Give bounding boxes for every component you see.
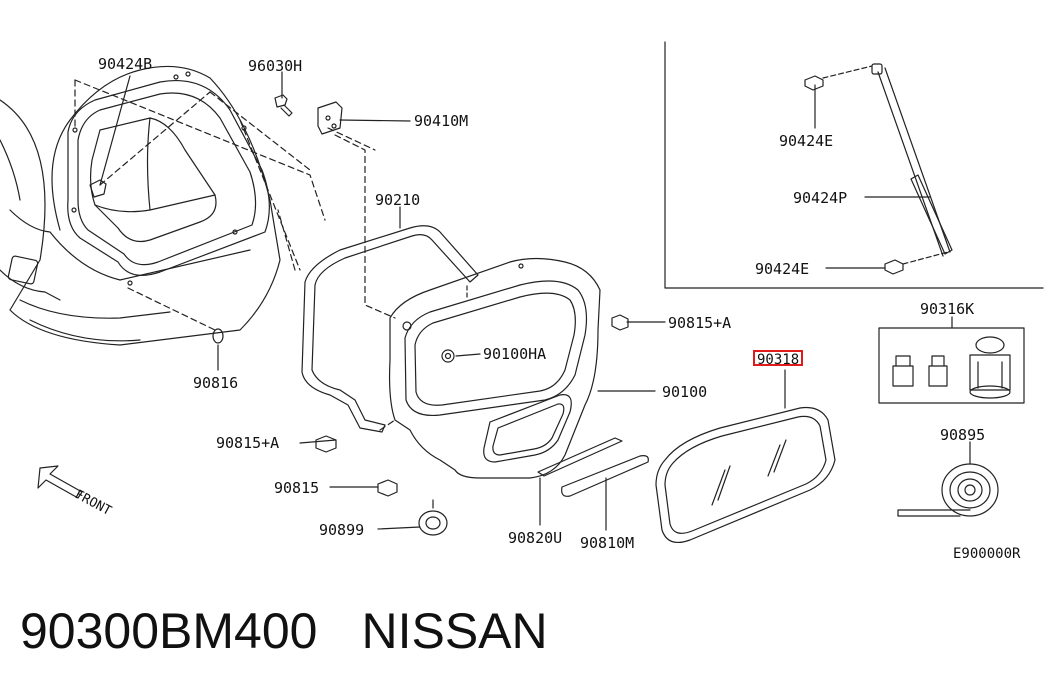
- label-90810M[interactable]: 90810M: [580, 534, 634, 552]
- grommet-90899-drawing: [418, 499, 448, 536]
- back-door-drawing: [388, 257, 601, 479]
- label-90815A-left[interactable]: 90815+A: [216, 434, 279, 452]
- label-90100[interactable]: 90100: [662, 383, 707, 401]
- weatherstrip-drawing: [301, 225, 479, 433]
- label-90424E-top[interactable]: 90424E: [779, 132, 833, 150]
- bolt-96030H-drawing: [274, 94, 293, 117]
- label-90899[interactable]: 90899: [319, 521, 364, 539]
- reference-code: E900000R: [953, 546, 1021, 562]
- bumper-stop-90815-drawing: [377, 479, 398, 497]
- guide-lines: [74, 79, 396, 431]
- label-90100HA[interactable]: 90100HA: [483, 345, 546, 363]
- label-90210[interactable]: 90210: [375, 191, 420, 209]
- label-96030H[interactable]: 96030H: [248, 57, 302, 75]
- garnish-90820U-drawing: [537, 437, 623, 477]
- hinge-90410M-drawing: [317, 101, 343, 135]
- back-glass-drawing: [655, 406, 836, 543]
- garnish-90810M-drawing: [561, 455, 649, 497]
- label-90410M[interactable]: 90410M: [414, 112, 468, 130]
- label-90424P[interactable]: 90424P: [793, 189, 847, 207]
- stay-damper-inset: [664, 41, 1044, 289]
- front-arrow-icon: [37, 465, 83, 499]
- parts-diagram: 90424B 96030H 90410M 90210 90816 90100HA…: [0, 41, 1044, 562]
- part-number: 90300BM400: [20, 603, 318, 659]
- bumper-stop-left-drawing: [315, 435, 337, 453]
- label-90318[interactable]: 90318: [757, 352, 799, 368]
- label-90895[interactable]: 90895: [940, 426, 985, 444]
- bumper-stop-top-drawing: [611, 314, 629, 331]
- label-90424E-bottom[interactable]: 90424E: [755, 260, 809, 278]
- caption: 90300BM400 NISSAN: [20, 596, 1020, 666]
- label-90316K[interactable]: 90316K: [920, 300, 974, 318]
- label-90816[interactable]: 90816: [193, 374, 238, 392]
- tape-roll-90895-drawing: [897, 463, 999, 517]
- label-90424B[interactable]: 90424B: [98, 55, 152, 73]
- leader-lines: [99, 71, 971, 530]
- brand-name: NISSAN: [361, 603, 548, 659]
- front-label: FRONT: [72, 487, 114, 519]
- highlight-box: [753, 350, 803, 366]
- label-90820U[interactable]: 90820U: [508, 529, 562, 547]
- label-90815[interactable]: 90815: [274, 479, 319, 497]
- car-body-drawing: [0, 65, 281, 346]
- kit-90316K-drawing: [878, 327, 1025, 404]
- label-90815A-top[interactable]: 90815+A: [668, 314, 731, 332]
